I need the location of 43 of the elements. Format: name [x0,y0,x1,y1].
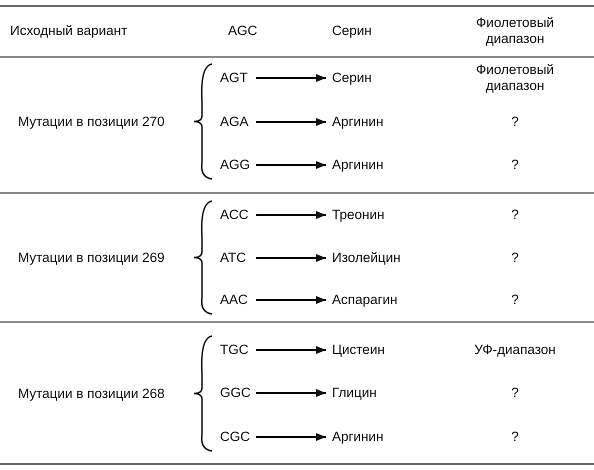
amino-acid-name: Аргинин [332,157,384,173]
spectrum-value: ? [510,114,520,130]
amino-acid-name: Аспарагин [332,292,398,308]
row-header: Мутации в позиции 270 [18,114,166,130]
amino-acid-name: Аргинин [332,429,384,445]
arrow [256,118,326,126]
spectrum-value: ? [510,250,520,266]
spectrum-value: Фиолетовый диапазон [475,62,555,94]
column-header: AGC [228,23,258,39]
arrow [256,161,326,169]
codon-label: TGC [220,342,248,358]
amino-acid-name: Изолейцин [332,250,401,266]
arrow [256,346,326,354]
codon-label: AGG [220,157,250,173]
amino-acid-name: Глицин [332,385,377,401]
column-header: Фиолетовый диапазон [475,15,555,47]
column-header: Серин [332,23,373,39]
arrow [256,389,326,397]
row-header: Мутации в позиции 269 [18,250,166,266]
codon-label: AGT [220,70,248,86]
codon-label: ATC [220,250,246,266]
row-header: Мутации в позиции 268 [18,386,166,402]
arrow [256,254,326,262]
arrow [256,296,326,304]
codon-label: AGA [220,114,249,130]
amino-acid-name: Серин [332,70,372,86]
spectrum-value: ? [510,385,520,401]
arrow [256,433,326,441]
column-header: Исходный вариант [10,23,128,39]
codon-label: AAC [220,292,248,308]
spectrum-value: ? [510,429,520,445]
codon-label: GGC [220,385,251,401]
amino-acid-name: Треонин [332,207,384,223]
amino-acid-name: Цистеин [332,342,385,358]
arrow [256,211,326,219]
spectrum-value: УФ-диапазон [473,342,557,358]
codon-label: ACC [220,207,249,223]
amino-acid-name: Аргинин [332,114,384,130]
spectrum-value: ? [510,292,520,308]
arrow [256,74,326,82]
spectrum-value: ? [510,207,520,223]
spectrum-value: ? [510,157,520,173]
codon-label: CGC [220,429,250,445]
